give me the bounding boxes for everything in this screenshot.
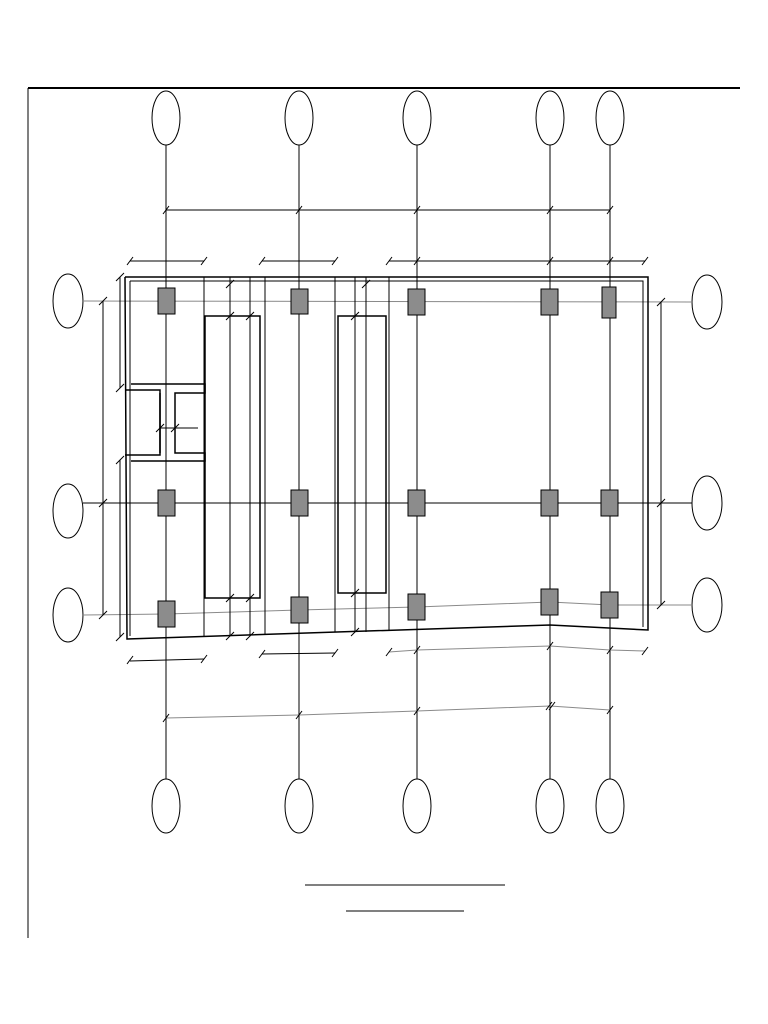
column: [600, 591, 619, 619]
sheet-border: [27, 87, 740, 938]
column: [407, 489, 426, 517]
grid-bubble-left-3: [52, 587, 84, 643]
top-overall-dimension: [162, 205, 614, 215]
grid-bubble-bottom-4: [535, 778, 565, 834]
left-grid-bubbles: [52, 273, 84, 643]
bottom-overall-dimension: [162, 701, 614, 723]
grid-bubble-bottom-3: [402, 778, 432, 834]
interior-strip-footings: [203, 277, 390, 641]
column: [601, 286, 617, 319]
column: [157, 600, 176, 628]
top-partial-dimensions: [126, 256, 649, 266]
grid-bubble-top-1: [151, 90, 181, 146]
column: [157, 489, 176, 517]
vertical-grid-lines: [165, 145, 611, 779]
grid-bubble-top-3: [402, 90, 432, 146]
grid-bubble-top-4: [535, 90, 565, 146]
column: [290, 489, 309, 517]
column: [600, 489, 619, 517]
right-dimension: [656, 297, 666, 610]
column: [157, 287, 176, 315]
foundation-outline: [124, 276, 649, 640]
bottom-grid-bubbles: [151, 778, 625, 834]
grid-bubble-top-5: [595, 90, 625, 146]
column: [407, 593, 426, 621]
horizontal-grid-lines: [82, 300, 693, 616]
grid-bubble-right-3: [691, 577, 723, 633]
grid-bubble-left-1: [52, 273, 84, 329]
bottom-partial-dimensions: [126, 641, 649, 665]
columns: [157, 286, 619, 628]
column: [540, 588, 559, 616]
column: [540, 489, 559, 517]
grid-bubble-bottom-5: [595, 778, 625, 834]
column: [407, 288, 426, 316]
top-grid-bubbles: [151, 90, 625, 146]
left-strip-footings: [125, 383, 206, 462]
grid-bubble-top-2: [284, 90, 314, 146]
title-block: [305, 884, 505, 912]
left-dimensions: [98, 272, 125, 642]
grid-bubble-bottom-2: [284, 778, 314, 834]
grid-bubble-bottom-1: [151, 778, 181, 834]
column: [290, 596, 309, 624]
right-grid-bubbles: [691, 274, 723, 633]
grid-bubble-right-1: [691, 274, 723, 330]
column: [540, 288, 559, 316]
column: [290, 288, 309, 315]
grid-bubble-right-2: [691, 475, 723, 531]
grid-bubble-left-2: [52, 483, 84, 539]
